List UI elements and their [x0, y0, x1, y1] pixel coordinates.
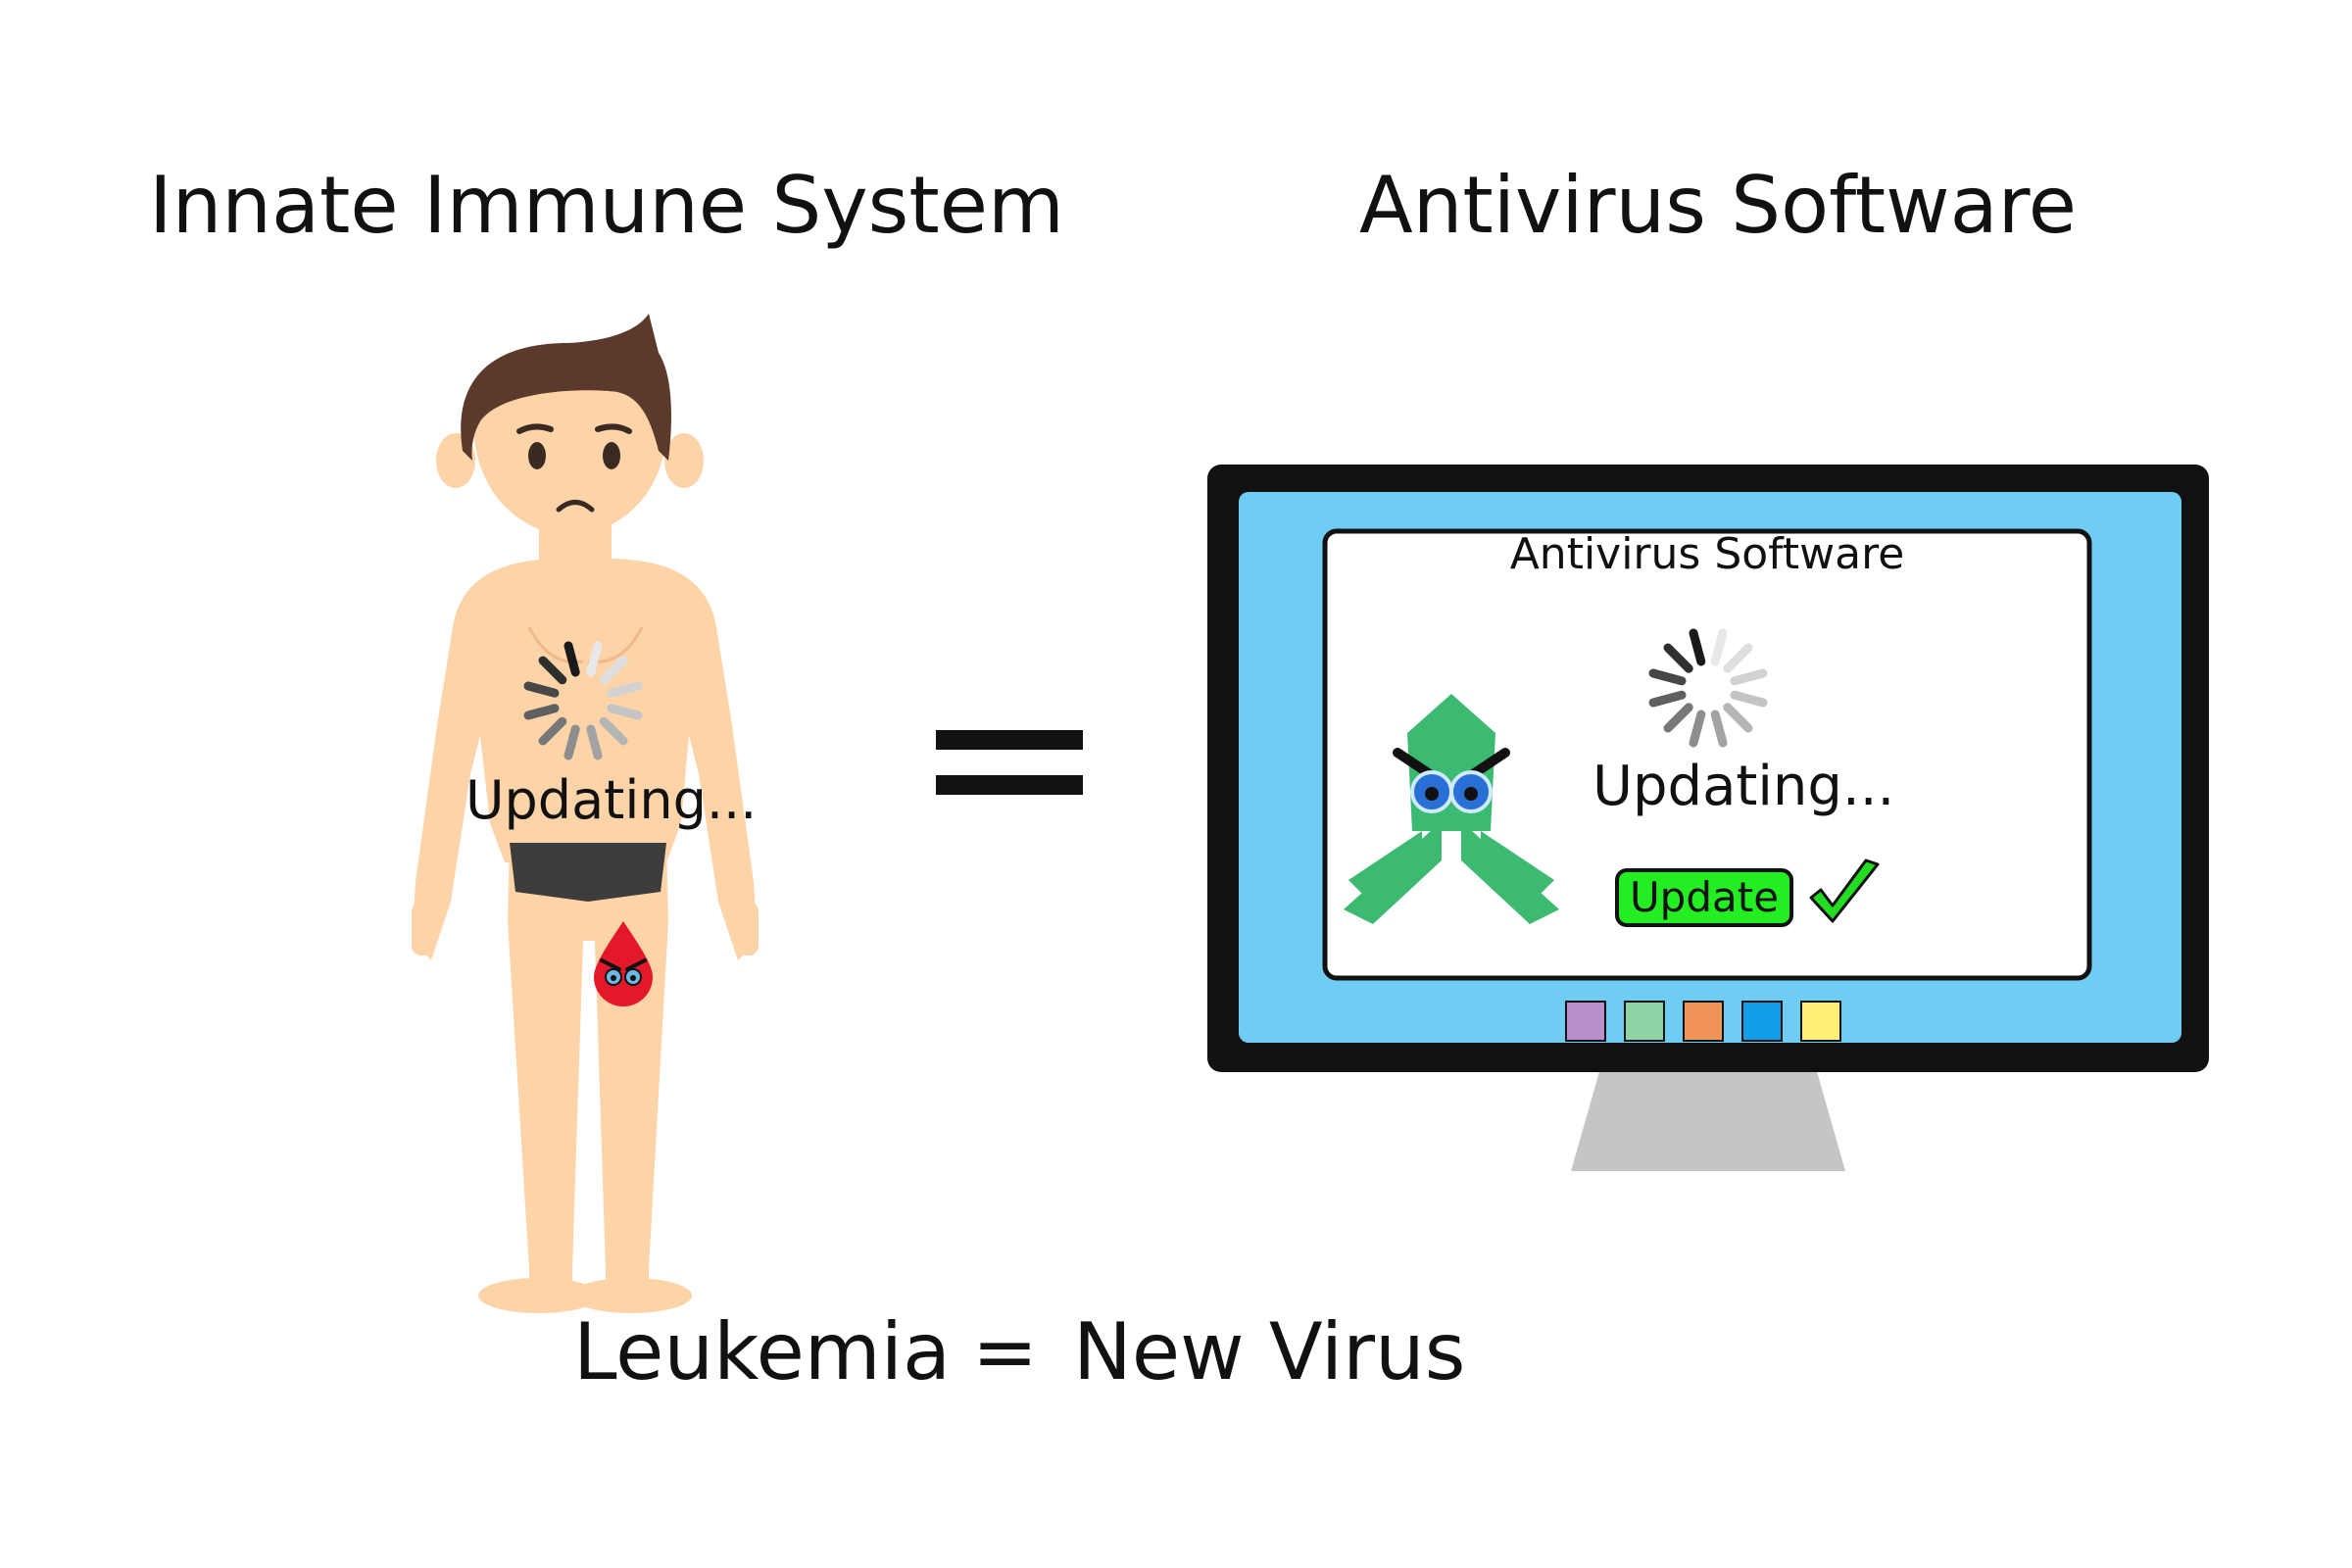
taskbar-app-icon[interactable]	[1565, 1001, 1606, 1042]
spinner-spoke	[586, 724, 603, 760]
spinner-spoke	[607, 704, 643, 720]
spinner-spoke	[1710, 628, 1728, 666]
screen-updating-label: Updating...	[1592, 755, 1895, 818]
taskbar-app-icon[interactable]	[1741, 1001, 1783, 1042]
spinner-spoke	[1723, 643, 1753, 673]
human-body-illustration	[412, 314, 759, 1313]
caption-equals: =	[972, 1306, 1039, 1397]
equals-icon	[936, 730, 1083, 795]
computer-monitor	[1207, 465, 2209, 1171]
taskbar-app-icon[interactable]	[1800, 1001, 1841, 1042]
spinner-spoke	[1723, 703, 1753, 733]
antivirus-window-title: Antivirus Software	[1509, 529, 1905, 579]
spinner-spoke	[599, 656, 628, 685]
spinner-spoke	[1730, 668, 1768, 686]
spinner-spoke	[538, 716, 567, 746]
spinner-spoke	[607, 681, 643, 698]
spinner-spoke	[1648, 690, 1687, 708]
spinner-spoke	[1663, 643, 1693, 673]
antivirus-heading: Antivirus Software	[1359, 160, 2077, 251]
innate-immune-heading: Innate Immune System	[149, 160, 1064, 251]
spinner-spoke	[599, 716, 628, 746]
body-updating-label: Updating...	[466, 769, 758, 831]
loading-spinner-icon	[523, 641, 643, 760]
hair	[461, 314, 671, 461]
spinner-spoke	[1689, 628, 1706, 666]
spinner-spoke	[586, 641, 603, 677]
spinner-spoke	[1710, 710, 1728, 748]
virus-monster-icon	[1344, 694, 1559, 924]
taskbar-app-icon[interactable]	[1683, 1001, 1724, 1042]
spinner-spoke	[564, 641, 580, 677]
update-button[interactable]: Update	[1615, 868, 1793, 927]
caption-new-virus: New Virus	[1073, 1306, 1466, 1397]
spinner-spoke	[1663, 703, 1693, 733]
checkmark-icon	[1809, 858, 1880, 923]
caption-leukemia: Leukemia	[573, 1306, 951, 1397]
spinner-spoke	[1730, 690, 1768, 708]
loading-spinner-icon	[1648, 628, 1768, 748]
spinner-spoke	[1648, 668, 1687, 686]
spinner-spoke	[523, 704, 560, 720]
taskbar-app-icon[interactable]	[1624, 1001, 1665, 1042]
spinner-spoke	[523, 681, 560, 698]
leukemia-drop-icon	[594, 921, 653, 1006]
spinner-spoke	[538, 656, 567, 685]
spinner-spoke	[564, 724, 580, 760]
spinner-spoke	[1689, 710, 1706, 748]
